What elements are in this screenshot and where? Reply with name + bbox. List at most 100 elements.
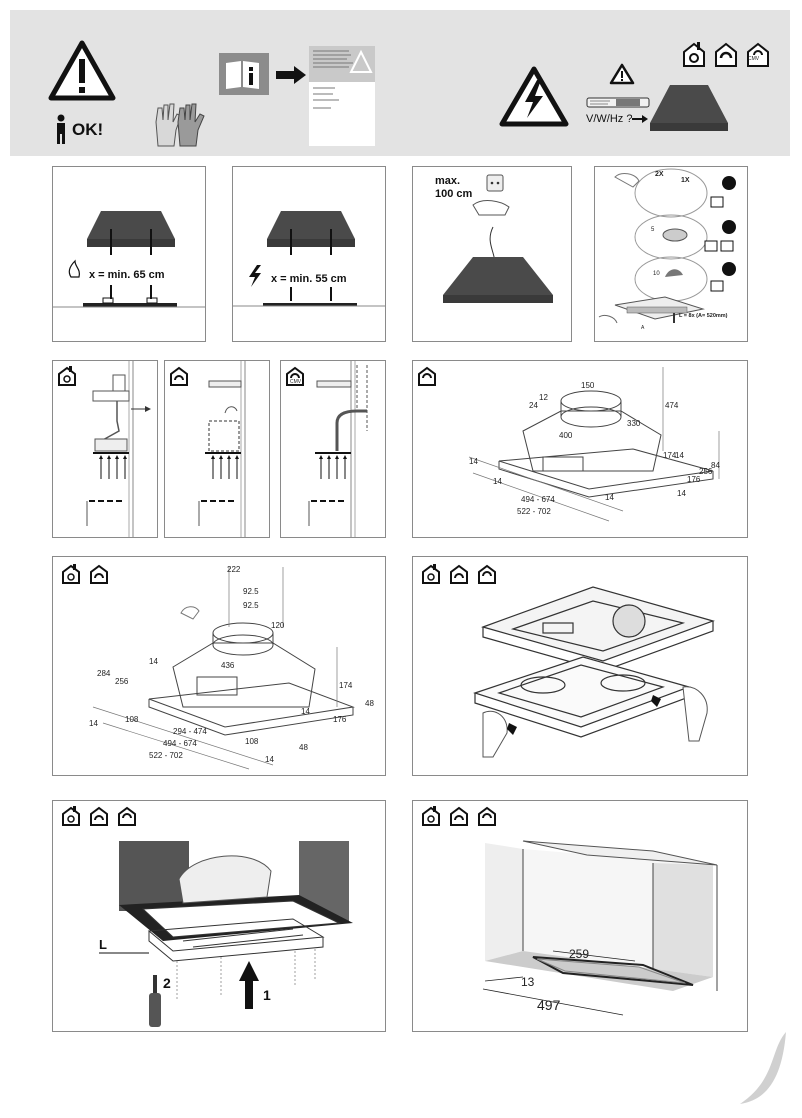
dim-14-a: 14 — [149, 657, 158, 666]
chimney-icon — [58, 366, 76, 386]
chimney-icon — [422, 564, 440, 584]
dim-14-b: 14 — [675, 451, 684, 460]
dim-474: 474 — [665, 401, 679, 410]
electric-hazard-icon — [499, 66, 569, 127]
page-curl-decoration — [740, 1032, 786, 1104]
panel-filter-fitting: 2X 1X 5 10 L = 8x (A= 520mm) A — [594, 166, 748, 342]
panel-cable-length: max. 100 cm — [412, 166, 572, 342]
dim-92-5-a: 92.5 — [243, 587, 259, 596]
cable-max-label: max. — [435, 175, 461, 187]
dim-330: 330 — [627, 419, 641, 428]
person-icon — [57, 114, 65, 144]
cmv-icon — [478, 564, 496, 584]
panel-installation: L 1 2 — [52, 800, 386, 1032]
dim-24: 24 — [529, 401, 538, 410]
cmv-icon — [747, 42, 769, 67]
dim-294-474: 294 - 474 — [173, 727, 207, 736]
dim-14-c: 14 — [605, 493, 614, 502]
recirc-icon — [450, 564, 468, 584]
screw-spec-label: L = 8x (A= 520mm) — [679, 313, 728, 319]
dim-494-674: 494 - 674 — [521, 495, 555, 504]
dim-176: 176 — [687, 475, 701, 484]
rating-label-icon — [586, 97, 650, 108]
dim-12: 12 — [539, 393, 548, 402]
dim-84: 84 — [711, 461, 720, 470]
dim-284: 284 — [97, 669, 111, 678]
warning-icon — [48, 40, 116, 101]
electric-distance-label: x = min. 55 cm — [271, 273, 347, 285]
dim-14-a: 14 — [493, 477, 502, 486]
dim-174: 174 — [663, 451, 677, 460]
cutout-dim-13: 13 — [521, 975, 535, 989]
dim-494-674: 494 - 674 — [163, 739, 197, 748]
cmv-label: CMV — [748, 56, 760, 62]
recirc-icon — [90, 806, 108, 826]
manual-icon — [219, 53, 269, 95]
chimney-icon — [62, 806, 80, 826]
dim-436: 436 — [221, 661, 235, 670]
dim-150: 150 — [581, 381, 595, 390]
dim-174: 174 — [339, 681, 353, 690]
chimney-icon — [422, 806, 440, 826]
dim-14-b: 14 — [89, 719, 98, 728]
flame-icon — [68, 259, 81, 278]
voltage-label: V/W/Hz ? — [586, 113, 633, 125]
dim-14-c: 14 — [265, 755, 274, 764]
dim-108-a: 108 — [125, 715, 139, 724]
lightning-icon — [249, 265, 261, 287]
dim-14-d: 14 — [677, 489, 686, 498]
cutout-dim-259: 259 — [569, 947, 590, 961]
gas-distance-label: x = min. 65 cm — [89, 269, 165, 281]
panel-dimensions-chimney: 222 92.5 92.5 120 436 284 256 14 174 48 … — [52, 556, 386, 776]
dim-14-d: 14 — [301, 707, 310, 716]
arrow-right-icon — [276, 66, 306, 84]
mode-icons — [683, 42, 769, 67]
filter-1x-label: 1X — [681, 177, 690, 184]
panel-mode-cmv: CMV — [280, 360, 386, 538]
cable-length-label: 100 cm — [435, 188, 473, 200]
panel-dimensions-cmv: 150 12 24 474 330 400 14 14 174 14 494 -… — [412, 360, 748, 538]
hood-illustration — [650, 85, 728, 131]
cmv-icon — [286, 366, 304, 386]
dim-92-5-b: 92.5 — [243, 601, 259, 610]
cmv-icon — [478, 806, 496, 826]
dim-14-left: 14 — [469, 457, 478, 466]
dim-256: 256 — [115, 677, 129, 686]
cmv-icon — [118, 806, 136, 826]
recirc-icon — [450, 806, 468, 826]
small-arrow-icon — [632, 115, 648, 123]
small-warning-icon — [609, 63, 635, 85]
gloves-icon — [155, 103, 205, 147]
panel-electric-distance: x = min. 55 cm — [232, 166, 386, 342]
cmv-label: CMV — [290, 379, 302, 385]
dim-120: 120 — [271, 621, 285, 630]
safety-header — [10, 10, 790, 156]
dim-400: 400 — [559, 431, 573, 440]
dim-48-b: 48 — [299, 743, 308, 752]
dim-222: 222 — [227, 565, 241, 574]
dim-48-a: 48 — [365, 699, 374, 708]
recirc-icon — [715, 42, 737, 67]
instruction-sheet-icon — [309, 46, 375, 146]
bracket-l-label: L — [99, 937, 107, 952]
cmv-icon — [418, 366, 436, 386]
panel-cutout: 259 13 497 — [412, 800, 748, 1032]
dim-256: 256 — [699, 467, 713, 476]
chimney-icon — [62, 564, 80, 584]
step-5-label: 5 — [651, 227, 655, 233]
dim-522-702: 522 - 702 — [149, 751, 183, 760]
chimney-icon — [683, 42, 705, 67]
filter-2x-label: 2X — [655, 171, 664, 178]
panel-filter-removal — [412, 556, 748, 776]
recirc-icon — [170, 366, 188, 386]
cutout-dim-497: 497 — [537, 997, 561, 1013]
ok-label: OK! — [72, 120, 104, 139]
dim-176: 176 — [333, 715, 347, 724]
panel-gas-distance: x = min. 65 cm — [52, 166, 206, 342]
dim-522-702: 522 - 702 — [517, 507, 551, 516]
panel-mode-recirculation — [164, 360, 270, 538]
panel-mode-chimney — [52, 360, 158, 538]
step-1-label: 1 — [263, 987, 271, 1003]
dim-108-b: 108 — [245, 737, 259, 746]
step-10-label: 10 — [653, 271, 660, 277]
